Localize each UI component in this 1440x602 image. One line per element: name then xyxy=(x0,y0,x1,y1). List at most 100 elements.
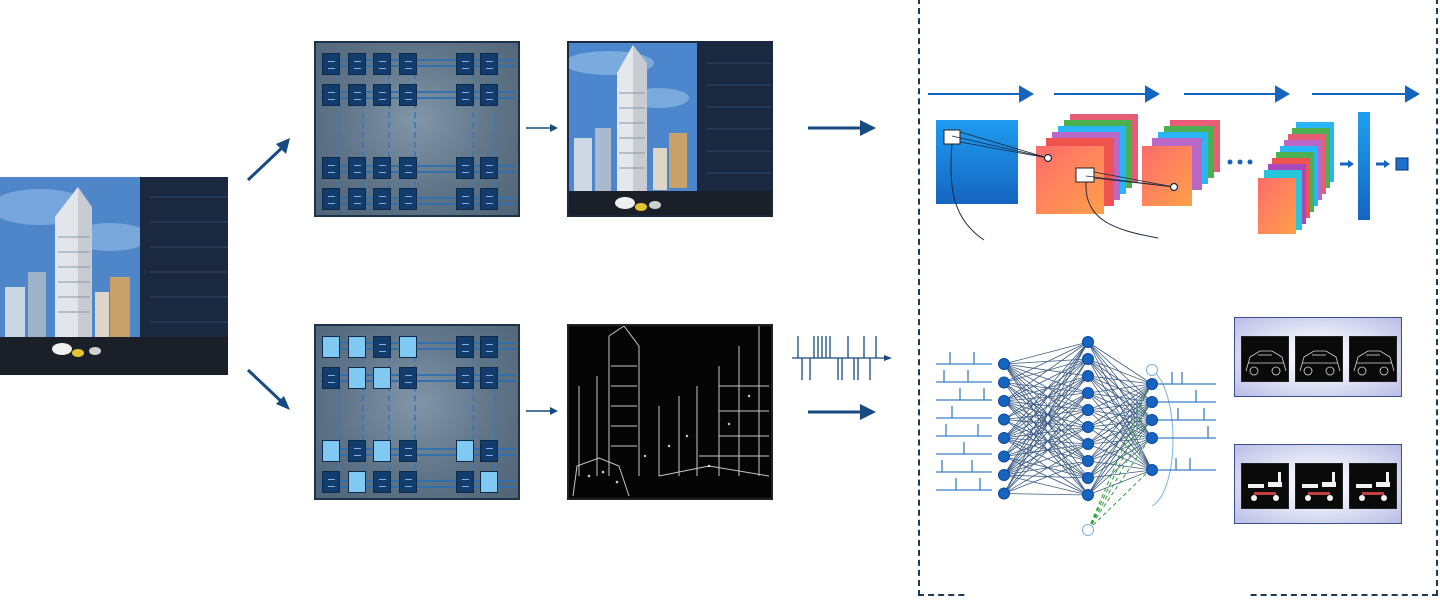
synapse-line xyxy=(1003,409,1089,420)
pixel-cell xyxy=(373,84,391,106)
synapse-line xyxy=(1087,409,1153,439)
pixel-cell xyxy=(399,440,417,462)
synapse-line xyxy=(1003,426,1089,457)
synapse-line xyxy=(1087,419,1153,496)
pixel-cell xyxy=(480,367,498,389)
ellipsis-icon xyxy=(1227,159,1253,165)
pixel-cell xyxy=(373,53,391,75)
input-scene-image xyxy=(0,177,228,375)
synapse-line xyxy=(1003,382,1089,394)
pixel-cell xyxy=(480,440,498,462)
hidden-neuron xyxy=(1082,455,1094,467)
pixel-cell xyxy=(348,157,366,179)
pixel-cell-active xyxy=(348,471,366,493)
recurrent-neuron xyxy=(1082,524,1094,536)
pixel-cell xyxy=(322,471,340,493)
pixel-cell xyxy=(322,84,340,106)
synapse-line xyxy=(1003,400,1089,479)
pixel-cell xyxy=(456,188,474,210)
pixel-cell-active xyxy=(348,336,366,358)
synapse-line xyxy=(1003,400,1089,445)
arrow-icon xyxy=(808,120,876,136)
input-neuron xyxy=(998,376,1010,389)
synapse-line xyxy=(1087,401,1153,496)
pixel-cell xyxy=(456,471,474,493)
hidden-neuron xyxy=(1082,404,1094,416)
pixel-cell xyxy=(399,188,417,210)
input-neuron xyxy=(998,432,1010,444)
synapse-line xyxy=(1003,443,1089,494)
synapse-line xyxy=(1087,419,1153,428)
synapse-line xyxy=(1003,382,1089,462)
output-neuron xyxy=(1146,414,1158,426)
frame-output-image xyxy=(567,41,773,217)
synapse-line xyxy=(1003,419,1089,462)
pixel-cell xyxy=(348,84,366,106)
synapse-line xyxy=(1003,382,1089,445)
synapse-line xyxy=(1003,363,1089,428)
network-region-gap xyxy=(968,594,1250,602)
arrow-icon xyxy=(808,404,876,420)
pixel-cell xyxy=(322,367,340,389)
synapse-line xyxy=(1003,375,1089,457)
synapse-line xyxy=(1087,383,1153,479)
pixel-cell-active xyxy=(456,440,474,462)
output-frame-thumb xyxy=(1349,463,1397,509)
synapse-line xyxy=(1003,358,1089,402)
pixel-cell-active xyxy=(480,471,498,493)
synapse-line xyxy=(1003,392,1089,476)
hidden-neuron xyxy=(1082,489,1094,501)
synapse-line xyxy=(1003,382,1089,411)
pixel-cell-active xyxy=(322,440,340,462)
synapse-line xyxy=(1003,341,1089,402)
synapse-line xyxy=(1003,358,1089,365)
synapse-line xyxy=(1003,474,1089,496)
pixel-cell xyxy=(480,53,498,75)
arrow-icon xyxy=(526,407,558,415)
synapse-line xyxy=(1003,341,1089,457)
pixel-cell xyxy=(348,53,366,75)
synapse-line xyxy=(1003,392,1089,402)
synapse-line xyxy=(1003,456,1089,496)
synapse-line xyxy=(1003,460,1089,494)
synapse-line xyxy=(1003,363,1089,394)
hidden-neuron xyxy=(1082,421,1094,433)
synapse-line xyxy=(1087,341,1153,385)
synapse-line xyxy=(1087,437,1153,445)
synapse-line xyxy=(1003,426,1089,439)
synapse-line xyxy=(1003,443,1089,476)
pixel-cell xyxy=(456,367,474,389)
synapse-line xyxy=(1087,409,1153,421)
synapse-line xyxy=(1003,409,1089,476)
synapse-line xyxy=(1003,358,1089,439)
pixel-cell xyxy=(322,188,340,210)
synapse-line xyxy=(1003,363,1089,377)
synapse-line xyxy=(1087,341,1153,421)
synapse-line xyxy=(1087,375,1153,421)
arrow-icon xyxy=(246,138,290,182)
synapse-line xyxy=(1003,392,1089,457)
synapse-line xyxy=(1003,382,1089,496)
output-frame-thumb xyxy=(1241,336,1289,382)
synapse-line xyxy=(1003,392,1089,439)
pixel-cell xyxy=(399,157,417,179)
output-neuron xyxy=(1146,378,1158,390)
input-neuron xyxy=(998,487,1010,500)
pixel-cell xyxy=(480,188,498,210)
synapse-line xyxy=(1087,392,1153,403)
synapse-line xyxy=(1087,392,1153,439)
synapse-line xyxy=(1003,341,1089,365)
output-neuron xyxy=(1146,464,1158,476)
arrow-icon xyxy=(526,124,558,132)
synapse-line xyxy=(1003,437,1089,445)
synapse-line xyxy=(1003,341,1089,476)
pixel-cell-active xyxy=(373,367,391,389)
synapse-line xyxy=(1003,375,1089,420)
input-neuron xyxy=(998,358,1010,370)
synapse-line xyxy=(1087,401,1153,411)
synapse-line xyxy=(1003,363,1089,496)
synapse-line xyxy=(1003,363,1089,479)
synapse-line xyxy=(1003,363,1089,411)
synapse-line xyxy=(1003,341,1089,494)
synapse-line xyxy=(1087,375,1153,403)
